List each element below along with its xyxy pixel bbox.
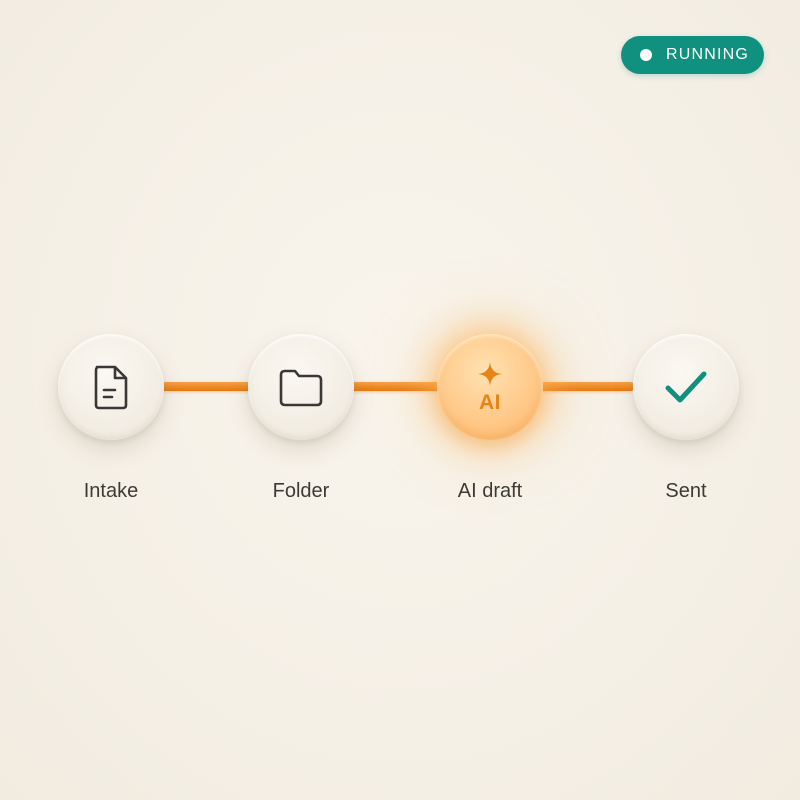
checkmark-icon <box>663 367 709 407</box>
status-badge: RUNNING <box>621 36 764 74</box>
status-label: RUNNING <box>666 46 750 63</box>
step-ai-draft-button[interactable]: AI <box>437 334 543 440</box>
sparkle-icon <box>477 361 503 387</box>
status-dot-icon <box>640 49 652 61</box>
connector-ai-draft-sent <box>537 382 635 391</box>
step-folder-button[interactable] <box>248 334 354 440</box>
connector-intake-folder <box>160 382 254 391</box>
step-intake-button[interactable] <box>58 334 164 440</box>
step-folder: Folder <box>248 334 354 502</box>
step-folder-label: Folder <box>272 480 330 502</box>
connector-folder-ai-draft <box>348 382 443 391</box>
step-sent-label: Sent <box>665 480 707 502</box>
step-sent: Sent <box>633 334 739 502</box>
document-icon <box>91 363 131 411</box>
step-intake-label: Intake <box>83 480 139 502</box>
step-ai-draft: AI AI draft <box>437 334 543 502</box>
step-intake: Intake <box>58 334 164 502</box>
folder-icon <box>276 366 326 408</box>
step-ai-draft-label: AI draft <box>457 480 523 502</box>
ai-badge-text: AI <box>479 391 501 414</box>
step-sent-button[interactable] <box>633 334 739 440</box>
